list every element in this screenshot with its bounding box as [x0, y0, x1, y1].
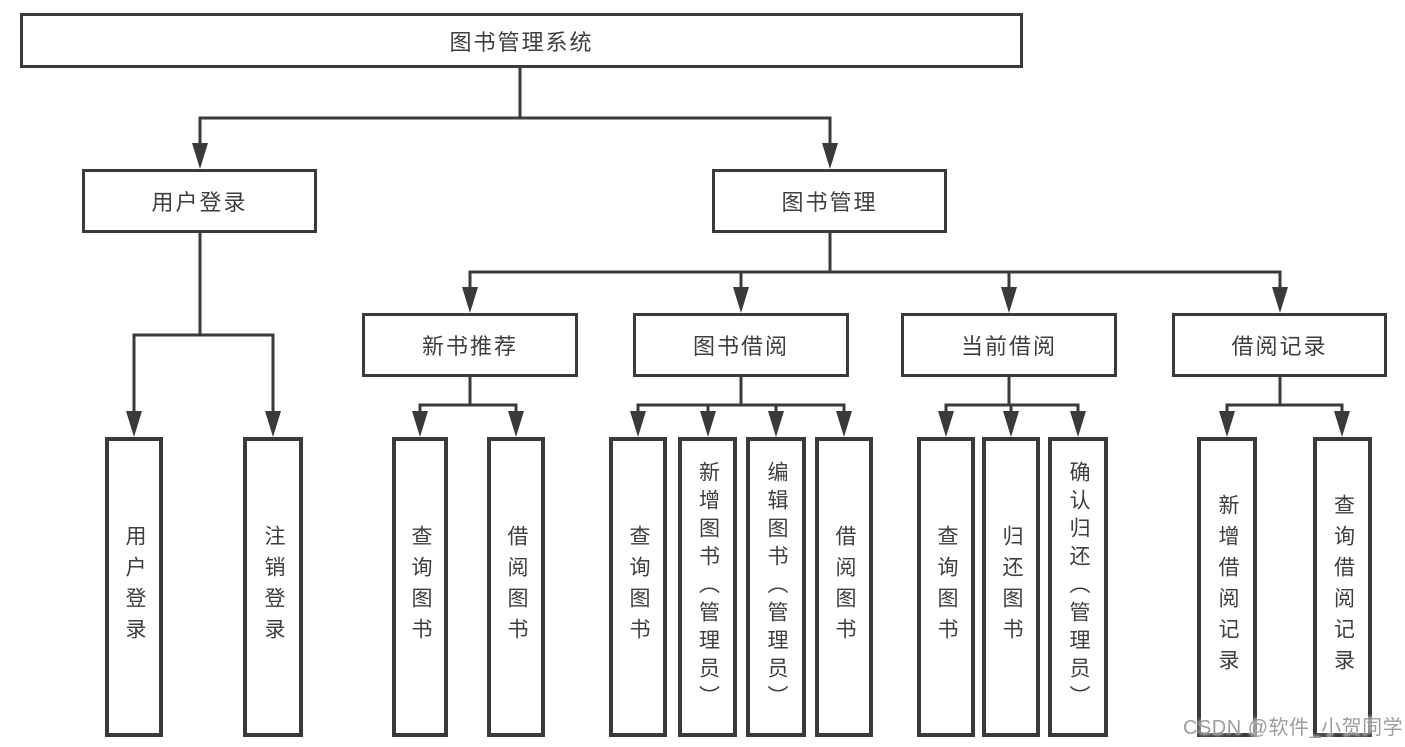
leaf-borrow-books-borrowing: 借阅图书: [815, 437, 873, 737]
leaf-add-books-admin: 新增图书（管理员）: [678, 437, 737, 737]
node-borrowing-records: 借阅记录: [1172, 313, 1387, 377]
node-new-book-recommendation: 新书推荐: [362, 313, 578, 377]
leaf-query-books-recommend: 查询图书: [392, 437, 448, 737]
node-book-borrowing: 图书借阅: [633, 313, 849, 377]
leaf-user-login: 用户登录: [105, 437, 163, 737]
leaf-add-borrowing-record: 新增借阅记录: [1197, 437, 1257, 737]
leaf-query-books-current: 查询图书: [917, 437, 975, 737]
leaf-return-books: 归还图书: [982, 437, 1040, 737]
leaf-logout: 注销登录: [243, 437, 303, 737]
node-current-borrowing: 当前借阅: [901, 313, 1117, 377]
leaf-edit-books-admin: 编辑图书（管理员）: [746, 437, 806, 737]
node-user-login: 用户登录: [82, 169, 317, 233]
node-book-management: 图书管理: [712, 169, 947, 233]
node-root: 图书管理系统: [20, 13, 1023, 68]
leaf-query-borrowing-record: 查询借阅记录: [1313, 437, 1372, 737]
leaf-confirm-return-admin: 确认归还（管理员）: [1048, 437, 1108, 737]
leaf-query-books-borrowing: 查询图书: [609, 437, 667, 737]
leaf-borrow-books-recommend: 借阅图书: [487, 437, 545, 737]
csdn-watermark: CSDN @软件_小贺同学: [1183, 717, 1404, 739]
